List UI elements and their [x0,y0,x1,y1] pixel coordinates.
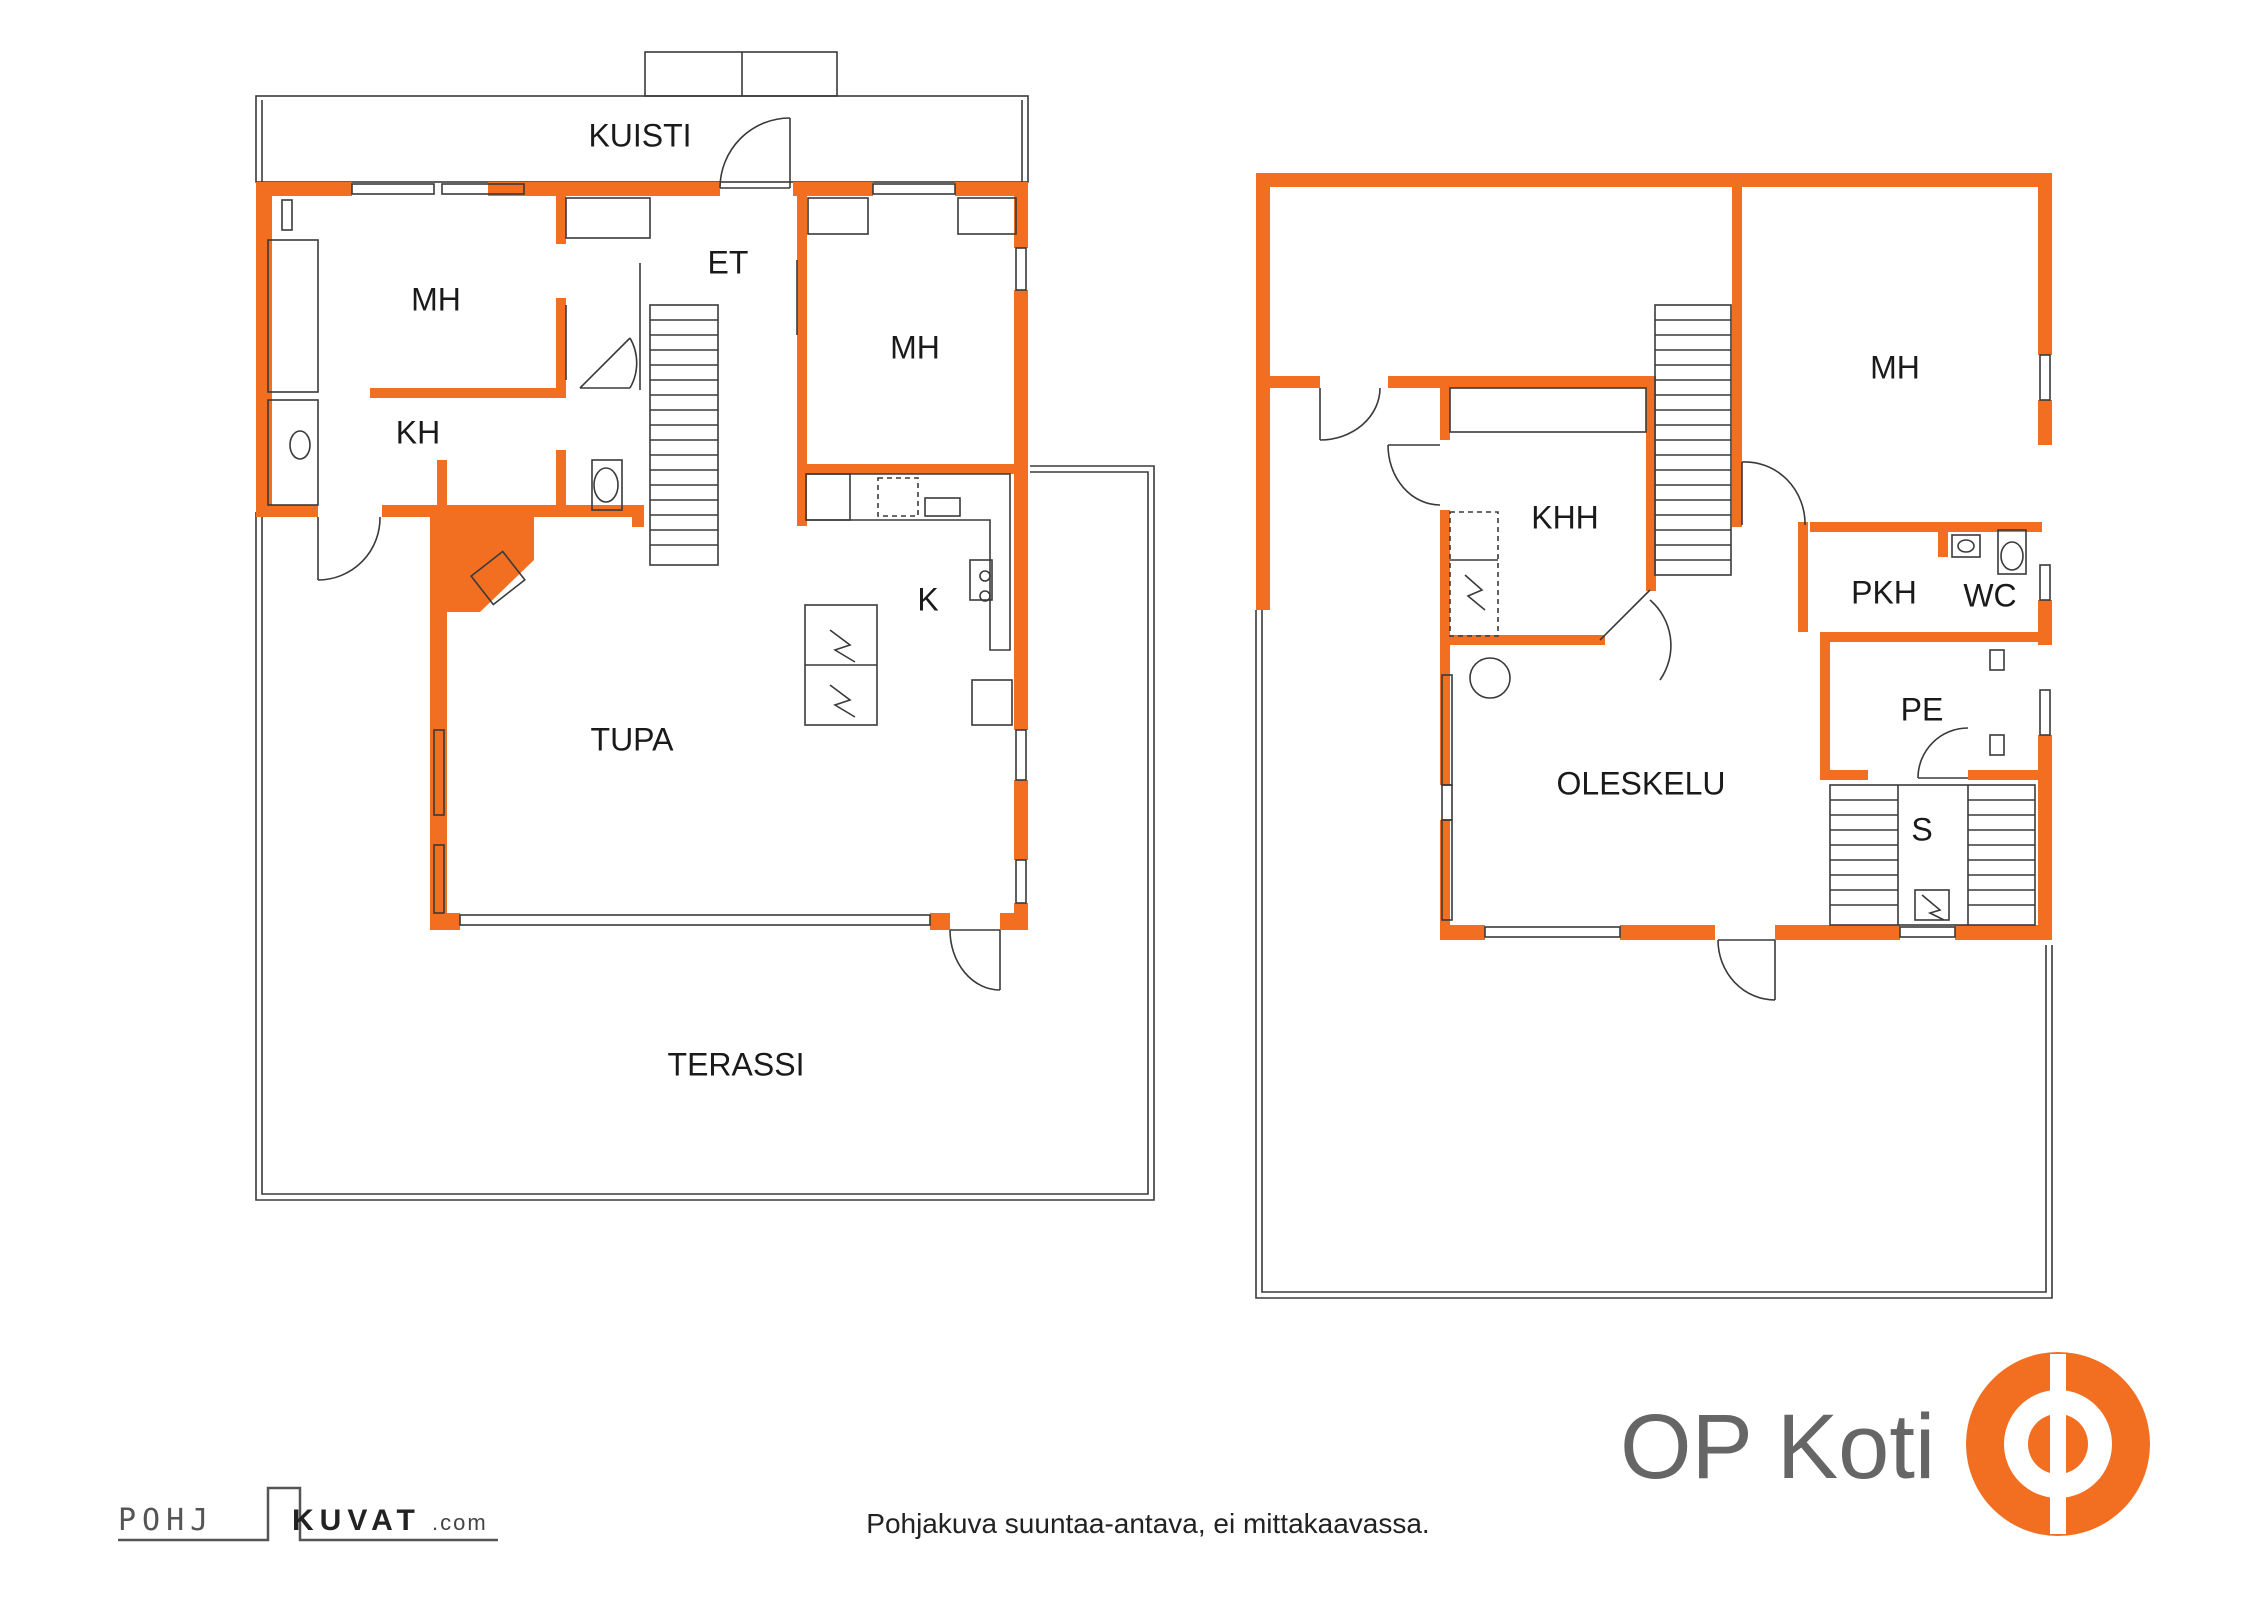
ground-floor-plan: KUISTI ET MH KH MH K TUPA TERASSI [255,51,1155,1201]
room-label-s: S [1911,811,1932,847]
ground-floor-windows [351,183,1027,926]
credit-kuvat: KUVAT [292,1504,421,1537]
upper-floor-plan: MH KHH PKH WC PE S OLESKELU [1255,173,2053,1299]
ground-floor-room-labels: KUISTI ET MH KH MH K TUPA TERASSI [396,117,940,1082]
room-label-khh: KHH [1531,499,1599,535]
balcony-outline [1255,610,2053,1299]
op-logo [1966,1352,2150,1536]
ground-floor-doors [317,117,1001,991]
room-label-oleskelu: OLESKELU [1557,765,1726,801]
room-label-kuisti: KUISTI [588,117,691,153]
upper-floor-walls [1256,173,2052,940]
ground-floor-walls [256,182,1028,930]
ground-floor-fixtures [267,197,1017,726]
upper-floor-windows [1441,354,2051,938]
room-label-k: K [917,581,938,617]
disclaimer-text: Pohjakuva suuntaa-antava, ei mittakaavas… [866,1508,1429,1539]
room-label-terassi: TERASSI [668,1046,805,1082]
room-label-mh-left: MH [411,281,461,317]
room-label-mh-right: MH [890,329,940,365]
room-label-pkh: PKH [1851,574,1917,610]
room-label-mh-upper: MH [1870,349,1920,385]
pohjakuvat-credit: POHJ KUVAT .com [118,1486,498,1542]
room-label-wc: WC [1963,577,2016,613]
room-label-kh: KH [396,414,440,450]
upper-floor-fixtures [1449,304,2036,926]
credit-domain: .com [432,1510,488,1535]
credit-pohj: POHJ [118,1503,214,1538]
room-label-et: ET [708,244,749,280]
room-label-pe: PE [1901,691,1944,727]
upper-floor-doors [1319,387,1969,1001]
room-label-tupa: TUPA [591,721,675,757]
upper-floor-room-labels: MH KHH PKH WC PE S OLESKELU [1531,349,2016,847]
terrace-outline [255,465,1155,1201]
brand-name: OP Koti [1620,1396,1935,1498]
